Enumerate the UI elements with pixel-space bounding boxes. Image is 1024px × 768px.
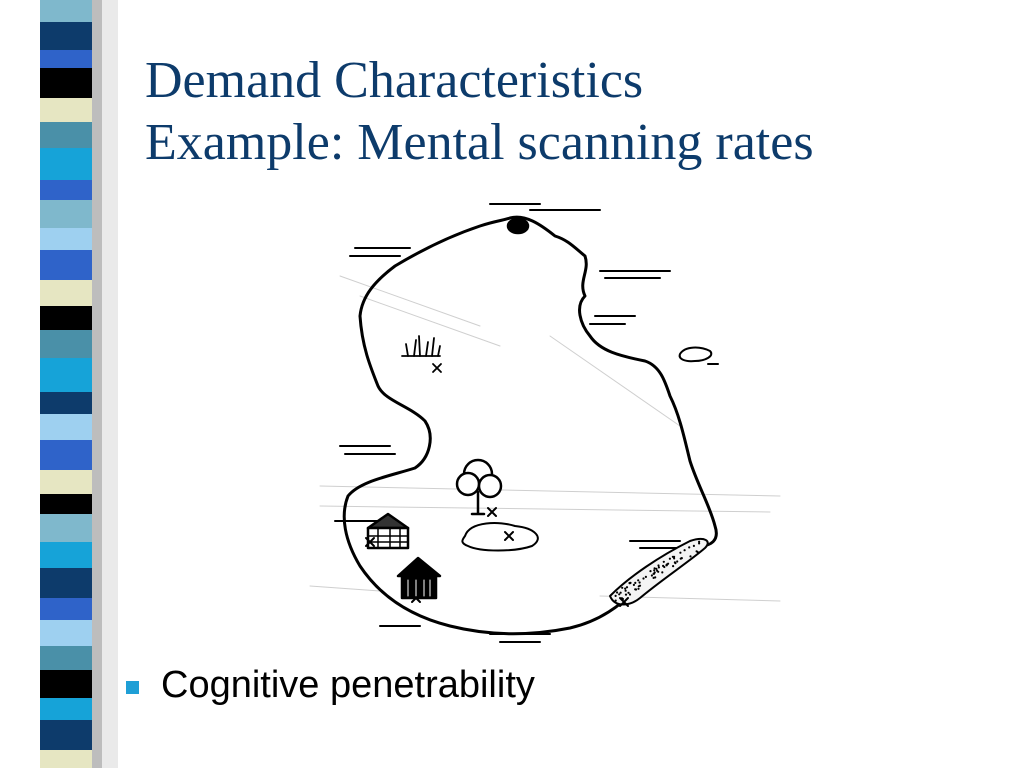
stripe-segment: [40, 0, 92, 22]
beach-dot: [683, 549, 686, 552]
beach-dot: [662, 564, 665, 567]
beach-dot: [637, 585, 640, 588]
beach-dot: [653, 571, 656, 574]
beach-dot: [621, 586, 624, 589]
stripe-segment: [40, 568, 92, 598]
beach-dot: [637, 579, 640, 582]
stripe-segment: [40, 720, 92, 750]
stripe-segment: [40, 68, 92, 98]
beach-dot: [627, 591, 630, 594]
stripe-segment: [40, 620, 92, 646]
beach-dot: [657, 566, 660, 569]
beach-dot: [698, 542, 701, 545]
bullet-text: Cognitive penetrability: [161, 663, 535, 706]
stripe-segment: [40, 122, 92, 148]
beach-dot: [679, 551, 682, 554]
stripe-segment: [40, 440, 92, 470]
stripe-segment: [40, 414, 92, 440]
beach-dot: [634, 588, 637, 591]
stripe-segment: [40, 698, 92, 720]
stripe-segment: [40, 228, 92, 250]
beach-dot: [668, 557, 671, 560]
island-map-figure: [300, 196, 790, 656]
pond-icon: [461, 522, 539, 552]
beach-dot: [692, 544, 695, 547]
beach-dot: [674, 562, 677, 565]
beach-dot: [624, 589, 627, 592]
stripe-segment: [40, 280, 92, 306]
stripe-segment: [40, 358, 92, 392]
stripe-segment: [40, 542, 92, 568]
stripe-segment: [40, 392, 92, 414]
beach-dot: [655, 567, 658, 570]
beach-dot: [632, 583, 635, 586]
stripe-segment: [40, 514, 92, 542]
stripe-segment: [40, 494, 92, 514]
beach-dot: [649, 570, 652, 573]
beach-dot: [672, 565, 675, 568]
stripe-segment: [40, 646, 92, 670]
beach-dot: [628, 593, 632, 596]
slide-title-line-1: Demand Characteristics: [145, 52, 644, 109]
beach-dot: [689, 555, 692, 558]
beach-dot: [662, 560, 665, 563]
islet: [678, 346, 713, 363]
beach-dot: [653, 567, 656, 570]
beach-dot: [656, 569, 659, 572]
stripe-segment: [40, 750, 92, 768]
stripe-segment: [40, 470, 92, 494]
beach-dot: [616, 591, 619, 594]
stripe-segment: [40, 148, 92, 180]
stripe-segment: [40, 50, 92, 68]
beach-dot: [653, 569, 656, 572]
stripe-segment: [40, 670, 92, 698]
beach-dot: [638, 581, 641, 584]
beach-dot: [688, 546, 691, 549]
beach-icon: [609, 538, 709, 607]
beach-dot: [637, 587, 640, 590]
beach-dot: [673, 557, 676, 560]
beach-dot: [624, 587, 627, 590]
scan-noise: [309, 275, 781, 602]
beach-dot: [676, 560, 679, 563]
beach-dot: [619, 591, 622, 594]
beach-dot: [657, 564, 660, 567]
well-icon: [365, 512, 410, 550]
beach-dot: [614, 594, 617, 597]
stripe-segment: [40, 22, 92, 50]
stripe-segment: [40, 250, 92, 280]
slide-title: Demand Characteristics Example: Mental s…: [145, 50, 1005, 174]
beach-dot: [667, 562, 670, 565]
square-bullet-icon: [126, 680, 139, 694]
beach-dot: [654, 576, 657, 579]
decorative-stripe-bar: [0, 0, 118, 768]
tree-icon: [455, 458, 503, 517]
beach-dot: [634, 581, 637, 584]
beach-dot: [650, 574, 653, 577]
beach-dot: [698, 540, 701, 543]
beach-dot: [624, 593, 628, 596]
slide-title-line-2: Example: Mental scanning rates: [145, 114, 814, 171]
beach-dot: [695, 550, 698, 553]
beach-dot: [618, 593, 621, 596]
beach-dot: [665, 564, 668, 567]
beach-dot: [661, 571, 664, 574]
beach-dot: [644, 575, 647, 578]
stripe-segment: [40, 200, 92, 228]
beach-dot: [614, 599, 617, 602]
island-outline: [342, 215, 718, 636]
grass-icon: [401, 335, 442, 373]
bullet-item: Cognitive penetrability: [126, 660, 535, 710]
stripe-segment: [40, 180, 92, 200]
beach-dot: [679, 557, 682, 560]
hut-icon: [396, 556, 442, 603]
stripe-segment: [40, 98, 92, 122]
beach-dot: [625, 586, 629, 589]
beach-dot: [628, 581, 631, 585]
stripe-segment: [40, 330, 92, 358]
beach-dot: [642, 577, 645, 580]
stripe-segment: [40, 598, 92, 620]
rock-icon: [506, 217, 530, 235]
stripe-segment: [40, 306, 92, 330]
